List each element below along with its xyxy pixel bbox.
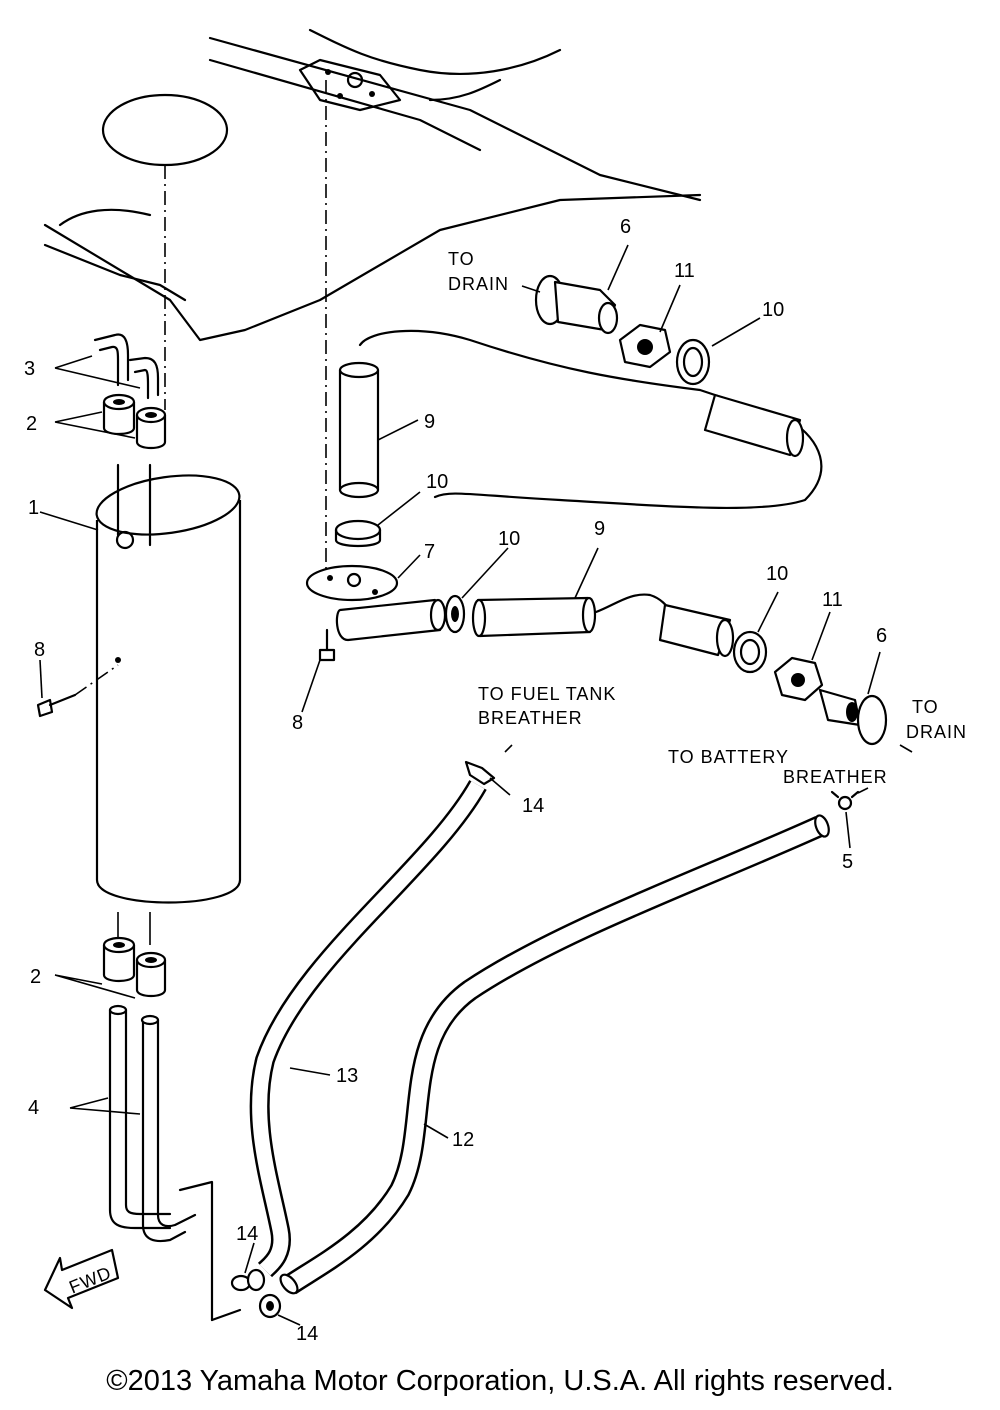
label-part-14-top: 14 (522, 795, 544, 817)
part-hose-right (658, 603, 735, 658)
part-8-screw-center (318, 628, 336, 662)
label-part-3: 3 (24, 358, 35, 380)
label-part-12: 12 (452, 1129, 474, 1151)
middle-hose-link (594, 593, 672, 614)
label-part-8-center: 8 (292, 712, 303, 734)
part-hose-upper-right (703, 393, 805, 458)
part-9-hose-upper (338, 361, 380, 499)
label-part-8-left: 8 (34, 639, 45, 661)
label-part-2-lower: 2 (30, 966, 41, 988)
callout-to-drain-right-line1: TO (912, 697, 939, 717)
part-12-hose (285, 818, 824, 1293)
part-10-clamp-right (732, 630, 768, 674)
label-part-9-upper: 9 (424, 411, 435, 433)
callout-to-drain-upper-line2: DRAIN (448, 274, 509, 294)
part-6-drain-upper (534, 274, 619, 335)
callout-fuel-tank-line2: BREATHER (478, 708, 583, 728)
callout-battery-line1: TO BATTERY (668, 747, 789, 767)
label-part-10-right: 10 (766, 563, 788, 585)
callout-fuel-tank-line1: TO FUEL TANK (478, 684, 616, 704)
part-7-fitting (305, 564, 447, 642)
part-14-clip-lower-1 (230, 1268, 266, 1292)
deck-plate (298, 58, 402, 112)
part-13-hose (252, 781, 485, 1276)
label-part-9-middle: 9 (594, 518, 605, 540)
part-8-screw-left (36, 664, 119, 718)
label-part-14-lower-2: 14 (296, 1323, 318, 1345)
upper-hose-link (358, 329, 823, 510)
label-part-2-upper: 2 (26, 413, 37, 435)
callout-to-drain-right-line2: DRAIN (906, 722, 967, 742)
label-part-11-right: 11 (822, 589, 843, 611)
part-10-clamp-upper (334, 519, 382, 548)
part-10-clamp-middle (444, 594, 466, 634)
part-11-nut-upper (618, 323, 672, 369)
part-1-canister (95, 463, 242, 945)
label-part-6-upper: 6 (620, 216, 631, 238)
part-11-nut-right (773, 656, 824, 702)
part-5-clip (830, 790, 860, 811)
label-part-4: 4 (28, 1097, 39, 1119)
label-part-5: 5 (842, 851, 853, 873)
label-part-13: 13 (336, 1065, 358, 1087)
label-part-7: 7 (424, 541, 435, 563)
part-2-grommets-upper (102, 393, 167, 450)
part-3-elbows (93, 333, 160, 400)
hull-deck (43, 28, 702, 342)
copyright-footer: ©2013 Yamaha Motor Corporation, U.S.A. A… (106, 1365, 894, 1397)
label-part-10-upper: 10 (426, 471, 448, 493)
label-part-1: 1 (28, 497, 39, 519)
deck-opening-ellipse (101, 93, 229, 167)
part-6-drain-right (818, 688, 888, 746)
part-2-grommets-lower (102, 936, 167, 998)
label-part-11-upper: 11 (674, 260, 695, 282)
fwd-arrow: FWD (43, 1248, 120, 1310)
label-part-10-upper-right: 10 (762, 299, 784, 321)
leader-lines (39, 244, 913, 1326)
label-part-10-middle: 10 (498, 528, 520, 550)
part-10-clamp-upper-right (675, 338, 711, 386)
part-4-pipes (108, 1004, 242, 1322)
part-14-clip-top (464, 760, 496, 786)
callout-to-drain-upper-line1: TO (448, 249, 475, 269)
callout-battery-line2: BREATHER (783, 767, 888, 787)
part-14-clip-lower-2 (258, 1293, 282, 1319)
part-9-hose-middle (471, 596, 597, 638)
label-part-14-lower-1: 14 (236, 1223, 258, 1245)
label-part-6-right: 6 (876, 625, 887, 647)
